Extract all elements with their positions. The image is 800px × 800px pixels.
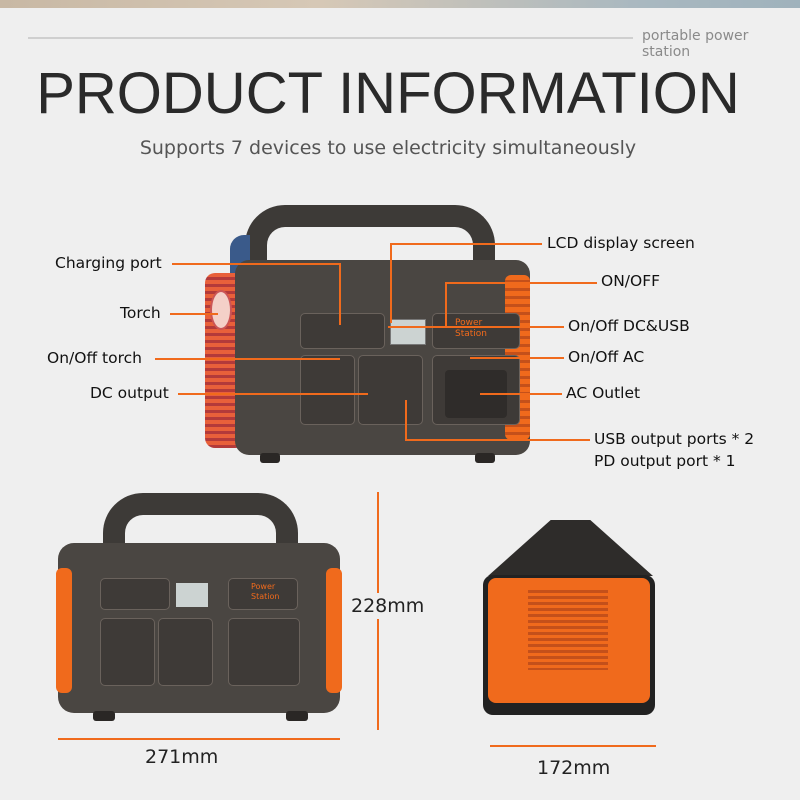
page-title: PRODUCT INFORMATION bbox=[36, 61, 740, 126]
callout-on-off-torch: On/Off torch bbox=[47, 349, 142, 367]
callout-on-off-ac: On/Off AC bbox=[568, 348, 645, 366]
lcd-screen bbox=[390, 319, 426, 345]
header-divider bbox=[28, 37, 633, 39]
callout-charging-port: Charging port bbox=[55, 254, 162, 272]
callout-on-off: ON/OFF bbox=[601, 272, 661, 290]
product-image-side bbox=[483, 520, 658, 725]
width-dimension: 271mm bbox=[145, 746, 219, 768]
callout-lcd: LCD display screen bbox=[547, 234, 695, 252]
brand-label: Power Station bbox=[251, 582, 280, 601]
callout-on-off-dc-usb: On/Off DC&USB bbox=[568, 317, 690, 335]
product-image-main: Power Station bbox=[200, 205, 535, 470]
callout-usb-ports: USB output ports * 2 bbox=[594, 430, 755, 448]
brand-label: Power Station bbox=[455, 318, 487, 339]
tagline: portable power station bbox=[642, 28, 749, 60]
callout-pd-port: PD output port * 1 bbox=[594, 452, 736, 470]
depth-dimension: 172mm bbox=[537, 757, 611, 779]
callout-torch: Torch bbox=[120, 304, 161, 322]
banner-image-strip bbox=[0, 0, 800, 8]
height-dimension: 228mm bbox=[351, 593, 425, 619]
page-subtitle: Supports 7 devices to use electricity si… bbox=[139, 137, 637, 159]
width-dimension-line bbox=[58, 738, 340, 740]
depth-dimension-line bbox=[490, 745, 656, 747]
callout-dc-output: DC output bbox=[90, 384, 169, 402]
callout-ac-outlet: AC Outlet bbox=[566, 384, 641, 402]
torch-light bbox=[210, 290, 232, 330]
product-image-front: Power Station bbox=[56, 493, 342, 723]
